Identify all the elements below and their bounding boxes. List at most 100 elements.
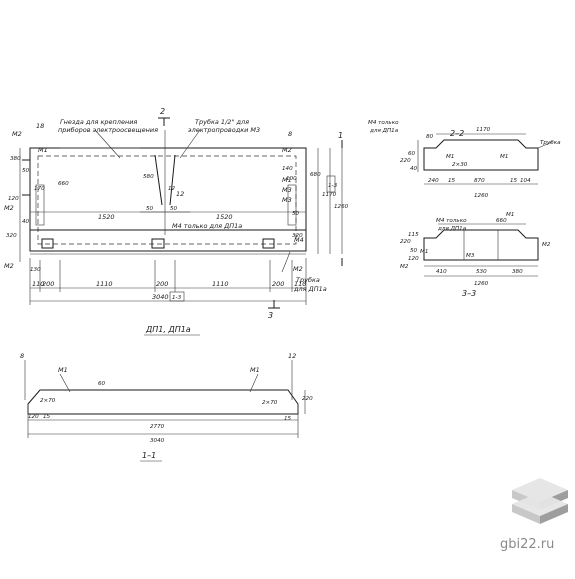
dim-bottom-3: 1110	[96, 280, 113, 288]
plan-view: Гнезда для крепления приборов электроосв…	[4, 107, 349, 336]
sec11-mark-2: М1	[250, 366, 260, 374]
dim-top-right: 1520	[216, 213, 233, 221]
dim-left-2: 660	[58, 181, 69, 187]
dim-bottom-6: 200	[272, 280, 284, 288]
sec11-dim-6: 220	[302, 396, 313, 402]
num-12: 12	[176, 190, 184, 198]
section-3-3: 3–3 М4 только для ДП1а 660 220 115 50 12…	[400, 212, 551, 298]
mark-m2-bl: М2	[4, 262, 14, 270]
dim-bottom-7: 110	[294, 280, 306, 288]
note-tube-1: Трубка 1/2" для	[195, 118, 249, 126]
sec11-leader-m1-left	[59, 373, 71, 393]
sec22-note-2: для ДП1а	[369, 128, 399, 134]
dim-left-4: 320	[6, 233, 17, 239]
sec22-leader-tube	[537, 141, 553, 149]
mark-m3-r2: М3	[282, 186, 292, 194]
section-2-2: 2–2 М4 только для ДП1а Трубка 1170 80 22…	[368, 120, 561, 199]
sec11-dim-9: 60	[98, 381, 106, 387]
sec33-note-1: М4 только	[436, 218, 467, 224]
sec33-dim-7: 530	[476, 269, 487, 275]
dim-bottom-5: 1110	[212, 280, 229, 288]
sec11-dim-7: 2×70	[40, 398, 56, 404]
sec33-mark-5: М1	[420, 249, 428, 255]
sec11-dim-2: 15	[43, 414, 51, 420]
sec11-leader-m1-right	[249, 373, 259, 393]
sec22-dim-1: 1170	[476, 127, 491, 133]
mark-m2-l: М2	[4, 204, 14, 212]
dim-right-6: 50	[292, 211, 300, 217]
mark-m4-r: М4	[294, 236, 304, 244]
sec11-mark-1: М1	[58, 366, 68, 374]
note-m4: М4 только для ДП1а	[172, 222, 242, 230]
sec33-label: 3–3	[462, 289, 476, 298]
sec22-dim-9: 15	[510, 178, 518, 184]
sec33-dim-4: 50	[410, 248, 418, 254]
dim-center-4: 12	[168, 186, 176, 192]
sec11-dim-8: 2×70	[262, 400, 278, 406]
sec11-dim-3: 2770	[150, 424, 165, 430]
dim-right-7: 320	[292, 233, 303, 239]
sec33-mark-3: М3	[466, 253, 475, 259]
support-left	[41, 238, 54, 249]
sec22-dim-2: 80	[426, 134, 434, 140]
dim-left-3: 50	[22, 168, 30, 174]
leader-tube	[179, 129, 201, 159]
cube-logo-icon	[512, 478, 568, 524]
mark-m3-r: М3	[282, 196, 292, 204]
cut-2-top	[158, 117, 170, 126]
num-2-top: 2	[160, 107, 165, 116]
sec22-label: 2–2	[450, 129, 464, 138]
note-sockets-2: приборов электроосвещения	[58, 126, 158, 134]
mark-m2-tl: М2	[12, 130, 22, 138]
cut-3-bottom	[268, 300, 280, 309]
mark-m1-tl: М1	[38, 146, 48, 154]
section-1-1: 120 15 2770 15 3040 220 2×70 2×70 60 М1 …	[20, 352, 313, 462]
sec22-dim-10: 104	[520, 178, 531, 184]
mark-m2-br: М2	[293, 265, 303, 273]
sec11-label: 1–1	[142, 451, 156, 460]
sec22-dim-3: 220	[400, 158, 411, 164]
dim-left-5: 170	[34, 186, 45, 192]
note-tube-2: электропроводки М3	[188, 126, 260, 134]
ref-box-right	[326, 175, 336, 193]
dim-left-1: 380	[10, 156, 21, 162]
sec22-dim-6: 240	[428, 178, 439, 184]
sec22-dim-4: 60	[408, 151, 416, 157]
sec11-num-8: 8	[20, 352, 24, 360]
sec11-dim-5: 3040	[150, 438, 165, 444]
note-tube-bottom-2: для ДП1а	[293, 285, 327, 293]
mark-m1-r: М1	[282, 176, 292, 184]
dim-bottom-1: 110	[32, 280, 44, 288]
sec11-outline	[27, 389, 299, 415]
sec33-dim-5: 120	[408, 256, 419, 262]
num-3-bottom: 3	[268, 311, 273, 320]
right-embed	[287, 184, 297, 226]
sec22-tube: Трубка	[540, 140, 561, 146]
num-18: 18	[36, 122, 44, 130]
tube-left	[154, 154, 163, 206]
left-embed	[35, 184, 45, 226]
sec22-dim-7: 15	[448, 178, 456, 184]
note-sockets-1: Гнезда для крепления	[60, 118, 137, 126]
dim-overall: 3040	[152, 293, 169, 301]
sec33-dim-2: 220	[400, 239, 411, 245]
leader-tube-bottom	[281, 251, 291, 273]
dim-center-3: 580	[143, 174, 154, 180]
dim-bottom-2: 200	[42, 280, 54, 288]
dim-right-3: 1260	[334, 204, 349, 210]
sec33-dim-3: 115	[408, 232, 419, 238]
dim-right-1: 680	[310, 172, 321, 178]
slab-outline	[29, 147, 307, 252]
sec22-note-1: М4 только	[368, 120, 399, 126]
sec33-dim-9: 1260	[474, 281, 489, 287]
dim-right-2: 1170	[322, 192, 337, 198]
sec22-mark-2: М1	[500, 154, 508, 160]
support-right	[262, 238, 275, 249]
dim-left-6: 130	[30, 267, 41, 273]
sec33-note-2: для ДП1а	[437, 226, 467, 232]
dim-bottom-4: 200	[156, 280, 168, 288]
sec33-outline	[423, 229, 539, 261]
slab-inner-rib	[37, 155, 297, 245]
